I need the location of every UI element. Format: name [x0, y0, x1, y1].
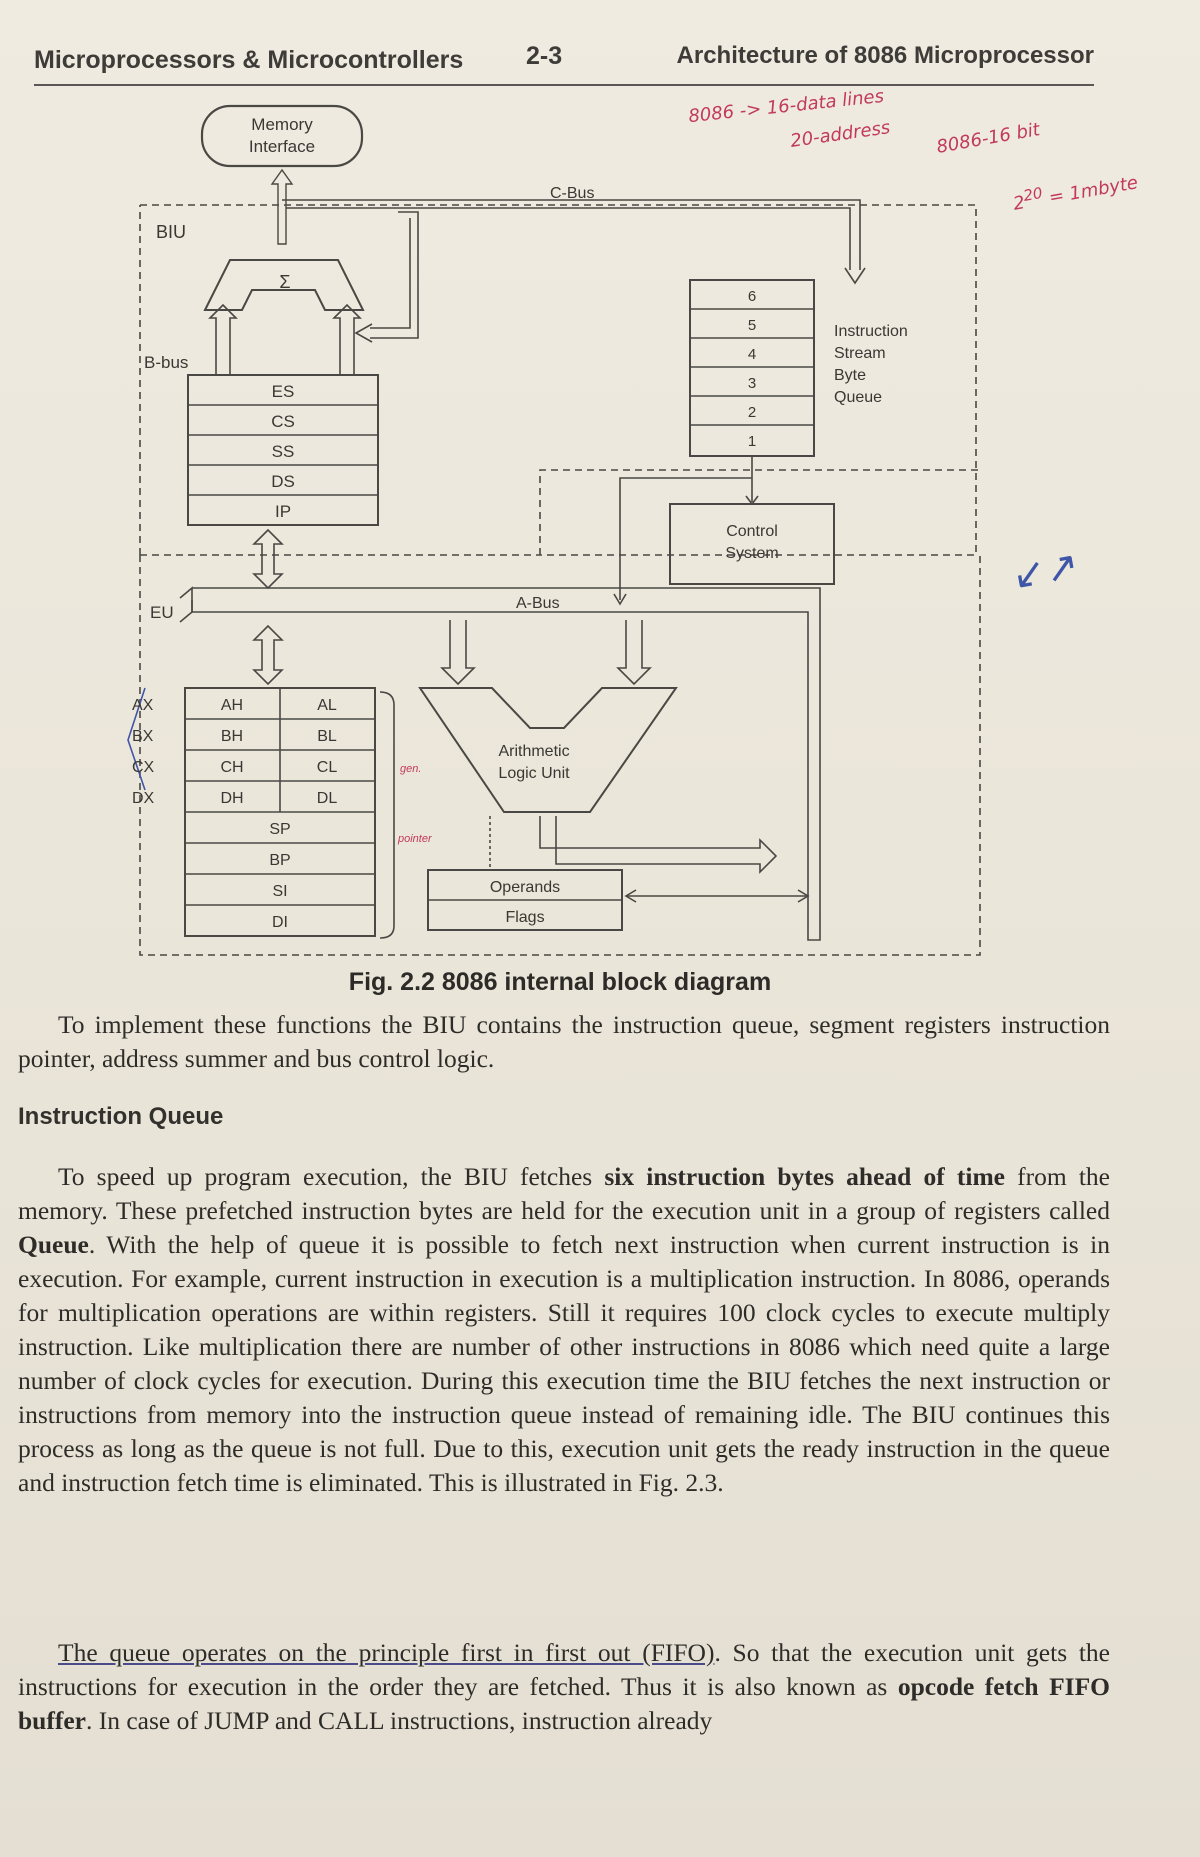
seg-reg-ds: DS	[271, 472, 295, 491]
reg-ch: CH	[220, 759, 243, 776]
flags-label: Flags	[505, 909, 544, 926]
seg-reg-cs: CS	[271, 412, 295, 431]
paragraph-instruction-queue: To speed up program execution, the BIU f…	[18, 1160, 1110, 1500]
intro-paragraph: To implement these functions the BIU con…	[18, 1008, 1110, 1076]
biu-label: BIU	[156, 222, 186, 242]
hand-gen-label: gen.	[400, 763, 421, 775]
para1-part-e: . With the help of queue it is possible …	[18, 1230, 1110, 1497]
header-page-number: 2-3	[526, 42, 563, 70]
reg-bh: BH	[221, 728, 243, 745]
handwritten-1mbyte: = 1mbyte	[1047, 172, 1140, 209]
reg-si: SI	[272, 883, 287, 900]
section-heading: Instruction Queue	[18, 1103, 224, 1130]
para1-bold-queue: Queue	[18, 1230, 89, 1259]
handwritten-exponent: 20	[1021, 183, 1044, 205]
segment-registers	[187, 374, 379, 526]
para1-part-a: To speed up program execution, the BIU f…	[58, 1162, 605, 1191]
figure-caption: Fig. 2.2 8086 internal block diagram	[0, 968, 1200, 997]
reg-bp: BP	[269, 852, 290, 869]
reg-dh: DH	[220, 790, 243, 807]
intro-text: To implement these functions the BIU con…	[18, 1010, 1110, 1073]
operands-label: Operands	[490, 879, 560, 896]
queue-slot-4: 4	[748, 346, 756, 363]
eu-boundary	[139, 469, 981, 956]
alu-line2: Logic Unit	[498, 765, 570, 782]
gp-label-dx: DX	[132, 790, 155, 807]
control-system-line1: Control	[726, 523, 778, 540]
header-book-title: Microprocessors & Microcontrollers	[34, 46, 464, 74]
control-system-line2: System	[725, 545, 778, 562]
b-bus-label: B-bus	[144, 353, 188, 372]
memory-interface-box	[200, 104, 364, 168]
block-diagram-8086: Memory Interface BIU B-bus C-Bus Σ ES CS…	[127, 104, 981, 956]
c-bus-label: C-Bus	[550, 185, 594, 202]
reg-cl: CL	[317, 759, 338, 776]
reg-al: AL	[317, 697, 337, 714]
queue-slot-3: 3	[748, 375, 756, 392]
reg-sp: SP	[269, 821, 290, 838]
queue-slot-6: 6	[748, 288, 756, 305]
para1-part-c: from the memory. These prefetched instru…	[18, 1162, 1111, 1225]
header-chapter-title: Architecture of 8086 Microprocessor	[676, 42, 1094, 69]
queue-slot-5: 5	[748, 317, 756, 334]
seg-reg-ss: SS	[272, 442, 295, 461]
double-arrow-icon: ↙↗	[1008, 542, 1083, 600]
control-system-box	[669, 503, 835, 585]
paragraph-fifo: The queue operates on the principle firs…	[18, 1636, 1110, 1738]
reg-bl: BL	[317, 728, 337, 745]
a-bus-label: A-Bus	[516, 595, 560, 612]
para2-text: The queue operates on the principle firs…	[18, 1636, 1110, 1738]
para1-bold-six-bytes: six instruction bytes ahead of time	[604, 1162, 1006, 1191]
biu-boundary	[139, 204, 977, 556]
queue-slot-1: 1	[748, 433, 756, 450]
gp-label-bx: BX	[132, 728, 154, 745]
seg-reg-es: ES	[272, 382, 295, 401]
page-header: Microprocessors & Microcontrollers 2-3 A…	[34, 38, 1094, 86]
reg-di: DI	[272, 914, 288, 931]
para2-part-d: . In case of JUMP and CALL instructions,…	[85, 1706, 713, 1735]
memory-interface-line2: Interface	[249, 137, 315, 156]
biu-eu-link	[252, 528, 284, 590]
alu-shape	[418, 687, 678, 813]
gp-label-ax: AX	[132, 697, 154, 714]
para2-underlined-fifo: The queue operates on the principle firs…	[58, 1638, 715, 1667]
para1-text: To speed up program execution, the BIU f…	[18, 1160, 1110, 1500]
queue-slot-2: 2	[748, 404, 756, 421]
handwritten-note-1mbyte: 220 = 1mbyte	[1011, 167, 1140, 215]
queue-label-line2: Stream	[834, 345, 886, 362]
queue-label-line1: Instruction	[834, 323, 908, 340]
instruction-queue	[689, 279, 815, 457]
queue-label-line4: Queue	[834, 389, 882, 406]
para2-bold-buffer: opcode fetch FIFO buffer	[18, 1672, 1110, 1735]
memory-interface-line1: Memory	[251, 115, 313, 134]
sigma-symbol: Σ	[279, 272, 290, 292]
alu-line1: Arithmetic	[498, 743, 569, 760]
figure-caption-text: Fig. 2.2 8086 internal block diagram	[348, 968, 772, 996]
seg-reg-ip: IP	[275, 502, 291, 521]
reg-ah: AH	[221, 697, 243, 714]
gp-label-cx: CX	[132, 759, 155, 776]
para2-part-b: . So that the execution unit gets the in…	[18, 1638, 1110, 1701]
reg-dl: DL	[317, 790, 338, 807]
queue-label-line3: Byte	[834, 367, 866, 384]
address-summer	[203, 259, 365, 311]
eu-label: EU	[150, 603, 174, 622]
hand-pointer-label: pointer	[397, 833, 433, 845]
